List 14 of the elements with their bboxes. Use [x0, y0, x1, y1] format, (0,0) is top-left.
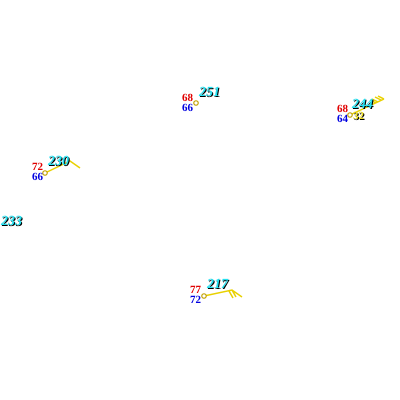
- temperature-value: 68: [337, 104, 348, 115]
- dewpoint-value: 66: [182, 103, 193, 114]
- pressure-value: 233: [1, 215, 22, 229]
- station-value: 32: [353, 111, 364, 122]
- dewpoint-value: 66: [32, 172, 43, 183]
- pressure-value: 217: [207, 278, 228, 292]
- pressure-value: 230: [48, 155, 69, 169]
- temperature-value: 68: [182, 93, 193, 104]
- pressure-value: 244: [352, 98, 373, 112]
- temperature-value: 72: [32, 162, 43, 173]
- temperature-value: 77: [190, 285, 201, 296]
- dewpoint-value: 64: [337, 114, 348, 125]
- dewpoint-value: 72: [190, 295, 201, 306]
- pressure-value: 251: [199, 86, 220, 100]
